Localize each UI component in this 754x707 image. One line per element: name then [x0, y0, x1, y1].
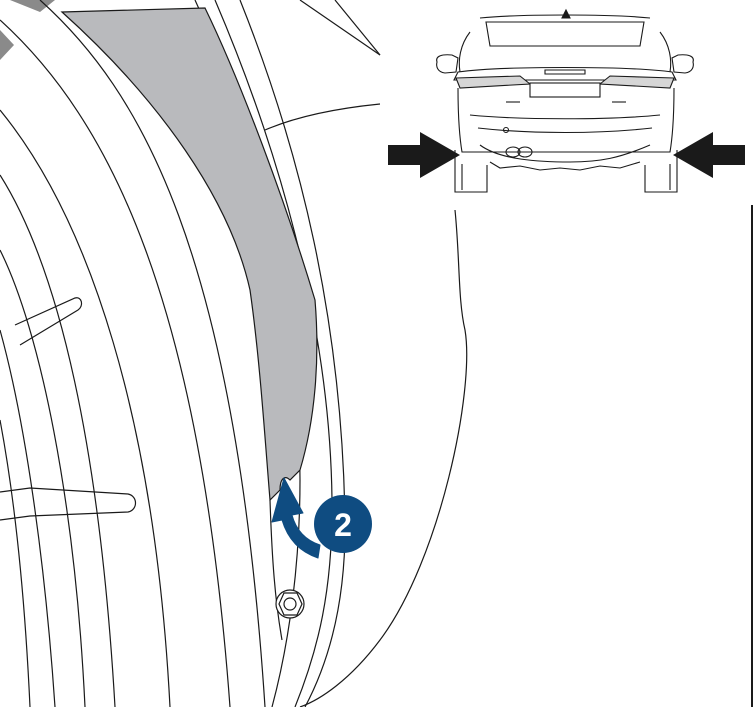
license-plate: [529, 82, 601, 98]
exhaust-right: [517, 146, 533, 158]
trim-panel: [60, 7, 318, 502]
body-line-right: [299, 209, 468, 707]
right-pointer-arrow: [673, 132, 745, 178]
corner-arrow-left: [0, 30, 14, 60]
right-mirror: [671, 54, 694, 74]
tread-block-upper: [14, 297, 83, 346]
rear-window: [485, 21, 645, 47]
bolt-icon: [275, 589, 305, 619]
tyre-arc-6: [0, 329, 56, 707]
fender-edge-3: [239, 0, 346, 707]
tyre-arc-3: [0, 109, 171, 707]
tyre-arc-7: [0, 419, 31, 707]
right-wheel: [644, 150, 678, 193]
left-pointer-arrow: [388, 132, 460, 178]
rear-view-inset: [436, 8, 694, 193]
body-upper-seam: [264, 103, 381, 131]
tyre-arc-2: [0, 19, 231, 707]
step-number: 2: [334, 507, 352, 543]
wheel-arch-detail: [0, 0, 468, 707]
pointer-arrow-icon: [388, 132, 745, 178]
rear-bumper: [457, 87, 675, 153]
tyre-outer-arc: [39, 0, 266, 707]
body-crease-2: [334, 0, 381, 56]
right-taillight: [598, 75, 675, 89]
fender-edge-2: [214, 0, 333, 707]
body-crease: [299, 0, 381, 56]
tyre-arc-5: [0, 249, 86, 707]
exhaust-left: [505, 146, 521, 158]
tyre-arc-4: [0, 174, 116, 707]
left-taillight: [455, 75, 532, 89]
left-wheel: [454, 150, 488, 193]
panel-lower-edge: [269, 499, 283, 641]
curved-arrow-icon: [271, 477, 321, 559]
step-badge-icon: 2: [314, 495, 372, 553]
corner-arrow-top: [10, 0, 55, 12]
left-mirror: [436, 54, 459, 74]
tread-block-lower: [0, 487, 137, 521]
